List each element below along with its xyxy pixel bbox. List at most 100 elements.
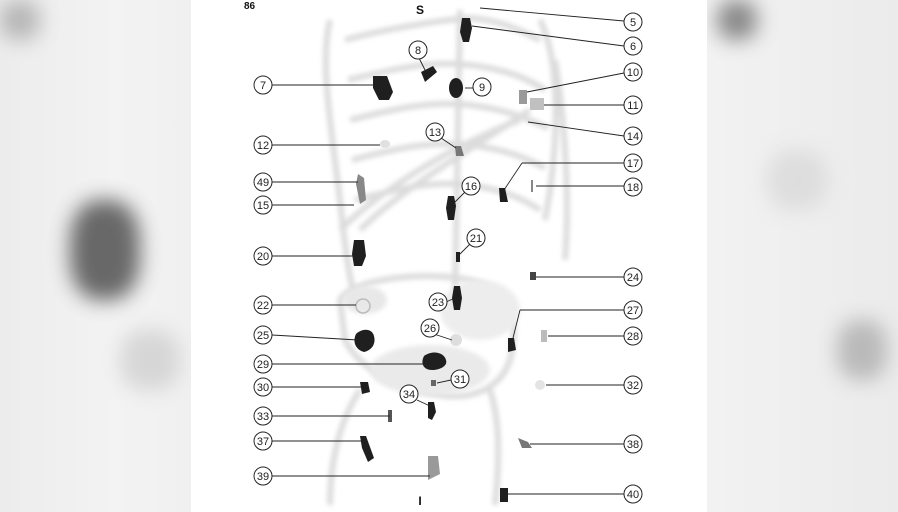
specimen-8 bbox=[421, 66, 437, 82]
callout-5: 5 bbox=[623, 12, 643, 32]
callout-34-label: 34 bbox=[403, 389, 415, 401]
callout-21-label: 21 bbox=[470, 233, 482, 245]
callout-6: 6 bbox=[623, 36, 643, 56]
callout-31: 31 bbox=[450, 369, 470, 389]
specimen-37 bbox=[360, 436, 374, 462]
leader-26 bbox=[433, 333, 453, 341]
specimen-9 bbox=[449, 78, 463, 98]
callout-40: 40 bbox=[623, 484, 643, 504]
specimen-38 bbox=[518, 438, 532, 448]
callout-29: 29 bbox=[253, 354, 273, 374]
right-blurred-backdrop bbox=[707, 0, 898, 512]
callout-27-label: 27 bbox=[627, 305, 639, 317]
callout-14-label: 14 bbox=[627, 131, 639, 143]
specimen-39 bbox=[428, 456, 440, 480]
callout-12-label: 12 bbox=[257, 140, 269, 152]
callout-33: 33 bbox=[253, 406, 273, 426]
callout-14: 14 bbox=[623, 126, 643, 146]
specimen-10 bbox=[519, 90, 527, 104]
specimen-11 bbox=[530, 98, 544, 110]
specimen-23 bbox=[452, 286, 462, 310]
specimen-20 bbox=[352, 240, 366, 266]
specimen-18 bbox=[531, 180, 533, 192]
callout-7: 7 bbox=[253, 75, 273, 95]
leader-13 bbox=[440, 137, 457, 149]
callout-22-label: 22 bbox=[257, 300, 269, 312]
callout-15-label: 15 bbox=[257, 200, 269, 212]
callout-17-label: 17 bbox=[627, 158, 639, 170]
callout-7-label: 7 bbox=[260, 80, 266, 92]
specimen-28 bbox=[541, 330, 547, 342]
callout-9-label: 9 bbox=[479, 82, 485, 94]
callout-49-label: 49 bbox=[257, 177, 269, 189]
specimen-26 bbox=[450, 334, 462, 346]
leader-16 bbox=[454, 191, 466, 203]
specimen-24 bbox=[530, 272, 536, 280]
callout-24-label: 24 bbox=[627, 272, 639, 284]
callout-8-label: 8 bbox=[415, 45, 421, 57]
callout-12: 12 bbox=[253, 135, 273, 155]
callout-17: 17 bbox=[623, 153, 643, 173]
callout-25: 25 bbox=[253, 325, 273, 345]
leader-31 bbox=[436, 379, 452, 384]
callout-9: 9 bbox=[472, 77, 492, 97]
callout-11-label: 11 bbox=[627, 100, 638, 112]
orientation-superior: S bbox=[416, 3, 424, 17]
leader-14 bbox=[527, 121, 625, 137]
specimen-29 bbox=[422, 352, 447, 370]
callout-28-label: 28 bbox=[627, 331, 639, 343]
specimen-12 bbox=[380, 140, 390, 148]
callout-30: 30 bbox=[253, 377, 273, 397]
callout-34: 34 bbox=[399, 384, 419, 404]
leader-10 bbox=[526, 72, 625, 93]
callout-22: 22 bbox=[253, 295, 273, 315]
callout-5-label: 5 bbox=[630, 17, 636, 29]
callout-26-label: 26 bbox=[424, 323, 436, 335]
callout-10: 10 bbox=[623, 62, 643, 82]
specimen-32 bbox=[535, 380, 545, 390]
specimen-16 bbox=[446, 196, 456, 220]
callout-37-label: 37 bbox=[257, 436, 269, 448]
callout-13-label: 13 bbox=[429, 127, 441, 139]
callout-32-label: 32 bbox=[627, 380, 639, 392]
specimen-49 bbox=[356, 174, 366, 204]
leader-27 bbox=[511, 309, 521, 343]
orientation-inferior: I bbox=[418, 494, 421, 508]
callout-30-label: 30 bbox=[257, 382, 269, 394]
leader-23 bbox=[445, 297, 456, 303]
leader-lines bbox=[271, 7, 625, 495]
callout-31-label: 31 bbox=[454, 374, 466, 386]
specimen-30 bbox=[360, 382, 370, 394]
callout-38: 38 bbox=[623, 434, 643, 454]
callout-33-label: 33 bbox=[257, 411, 269, 423]
callout-16: 16 bbox=[461, 176, 481, 196]
callout-20-label: 20 bbox=[257, 251, 269, 263]
callout-8: 8 bbox=[408, 40, 428, 60]
callout-27: 27 bbox=[623, 300, 643, 320]
specimen-40 bbox=[500, 488, 508, 502]
specimen-13 bbox=[455, 146, 464, 156]
callout-18: 18 bbox=[623, 177, 643, 197]
callout-40-label: 40 bbox=[627, 489, 639, 501]
callout-24: 24 bbox=[623, 267, 643, 287]
callout-23-label: 23 bbox=[432, 297, 444, 309]
callout-32: 32 bbox=[623, 375, 643, 395]
specimen-27 bbox=[508, 338, 516, 352]
callout-37: 37 bbox=[253, 431, 273, 451]
callout-20: 20 bbox=[253, 246, 273, 266]
callout-13: 13 bbox=[425, 122, 445, 142]
specimen-22 bbox=[355, 298, 371, 314]
specimen-31 bbox=[431, 380, 436, 386]
specimen-17 bbox=[499, 188, 508, 202]
callout-25-label: 25 bbox=[257, 330, 269, 342]
callout-10-label: 10 bbox=[627, 67, 639, 79]
leader-17 bbox=[503, 162, 523, 191]
callout-18-label: 18 bbox=[627, 182, 639, 194]
specimen-7 bbox=[373, 76, 393, 100]
callout-28: 28 bbox=[623, 326, 643, 346]
leader-5 bbox=[479, 7, 625, 22]
specimen-5-6 bbox=[460, 18, 472, 42]
callout-21: 21 bbox=[466, 228, 486, 248]
leader-34 bbox=[416, 399, 431, 407]
